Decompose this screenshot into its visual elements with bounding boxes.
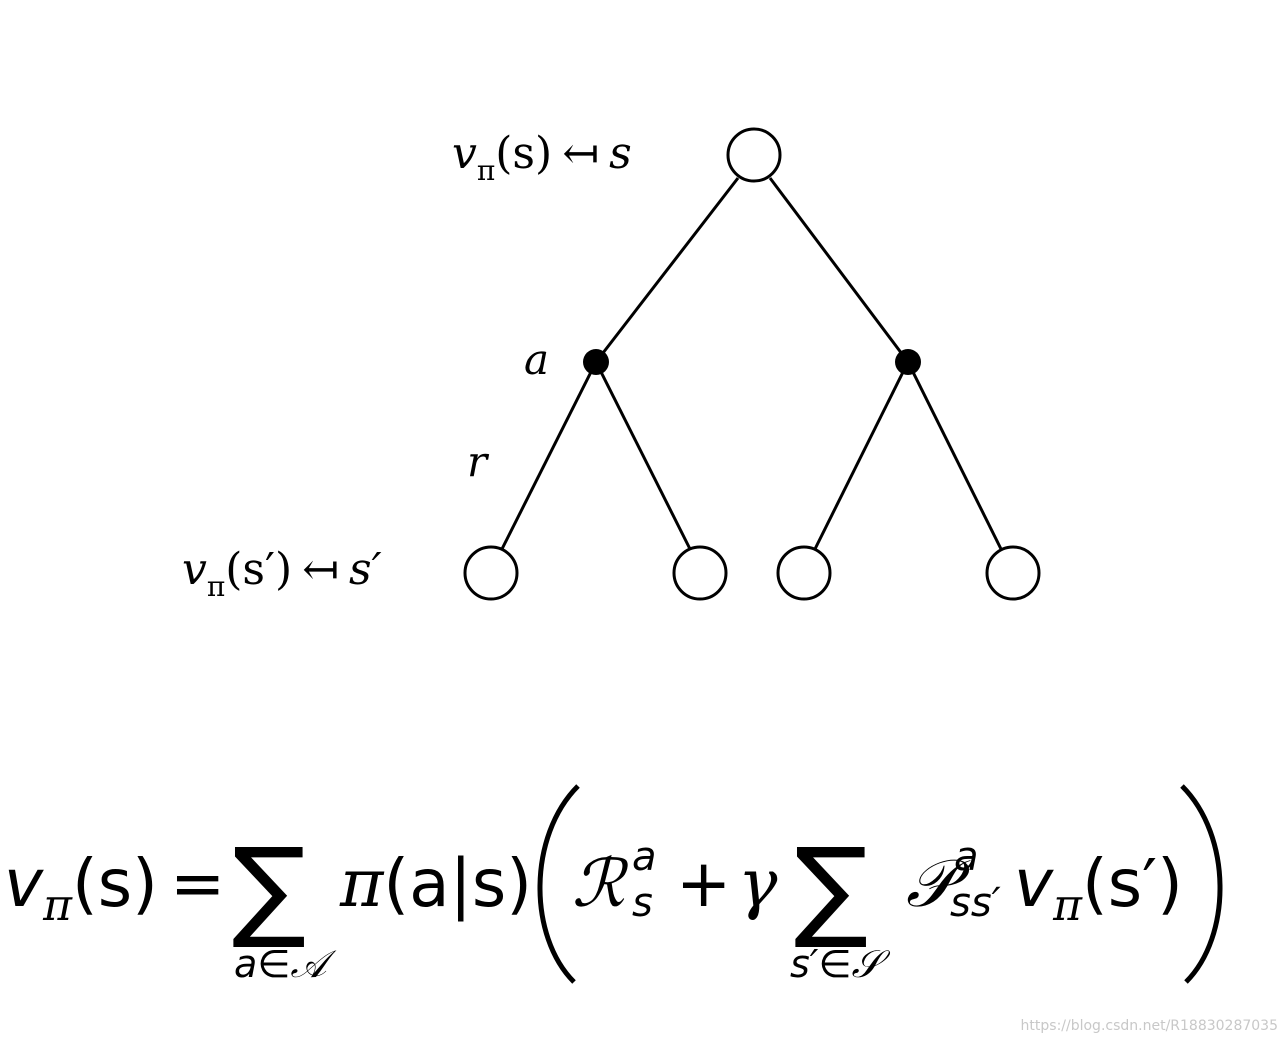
reward-function-superscript: a: [632, 834, 657, 880]
equation-lhs: vπ(s): [4, 845, 158, 931]
policy-term: π(a|s): [339, 845, 532, 922]
action-node-left: [583, 349, 609, 375]
reward-label: r: [467, 437, 490, 486]
edge-action-right-to-leaf-4: [906, 361, 1003, 550]
edge-action-right-to-leaf-3: [813, 361, 910, 550]
transition-probability-subscript: ss′: [950, 880, 1001, 926]
equation-equals: =: [170, 845, 225, 922]
root-state-label: vπ(s)↤s: [452, 128, 632, 187]
reward-function: ℛ: [572, 845, 629, 922]
leaf-state-node-1: [463, 545, 519, 601]
reward-function-subscript: s: [632, 880, 653, 926]
discount-gamma: γ: [738, 845, 778, 922]
action-node-right: [895, 349, 921, 375]
source-watermark: https://blog.csdn.net/R18830287035: [1020, 1018, 1278, 1034]
tree-edges: [500, 177, 1003, 550]
edge-action-left-to-leaf-1: [500, 361, 598, 550]
root-state-node: [726, 127, 782, 183]
edge-root-to-action-left: [594, 177, 740, 363]
left-big-parenthesis: [537, 784, 580, 984]
next-state-value: vπ(s′): [1014, 845, 1183, 931]
equation-plus: +: [676, 845, 731, 922]
leaf-state-label: vπ(s′)↤s′: [182, 544, 382, 603]
edge-root-to-action-right: [768, 177, 910, 363]
right-big-parenthesis: [1180, 784, 1223, 984]
leaf-state-node-2: [672, 545, 728, 601]
bellman-equation: vπ(s) = ∑ a∈𝒜 π(a|s) ℛ a s + γ ∑ s′∈𝒮 𝒫 …: [4, 784, 1223, 986]
leaf-state-node-3: [776, 545, 832, 601]
edge-action-left-to-leaf-2: [594, 361, 692, 550]
summation-over-actions-subscript: a∈𝒜: [234, 942, 337, 986]
action-label: a: [524, 335, 549, 384]
summation-over-states: ∑: [794, 824, 868, 952]
transition-probability-superscript: a: [954, 834, 979, 880]
summation-over-states-subscript: s′∈𝒮: [790, 942, 891, 986]
summation-over-actions: ∑: [232, 824, 306, 952]
leaf-state-node-4: [985, 545, 1041, 601]
